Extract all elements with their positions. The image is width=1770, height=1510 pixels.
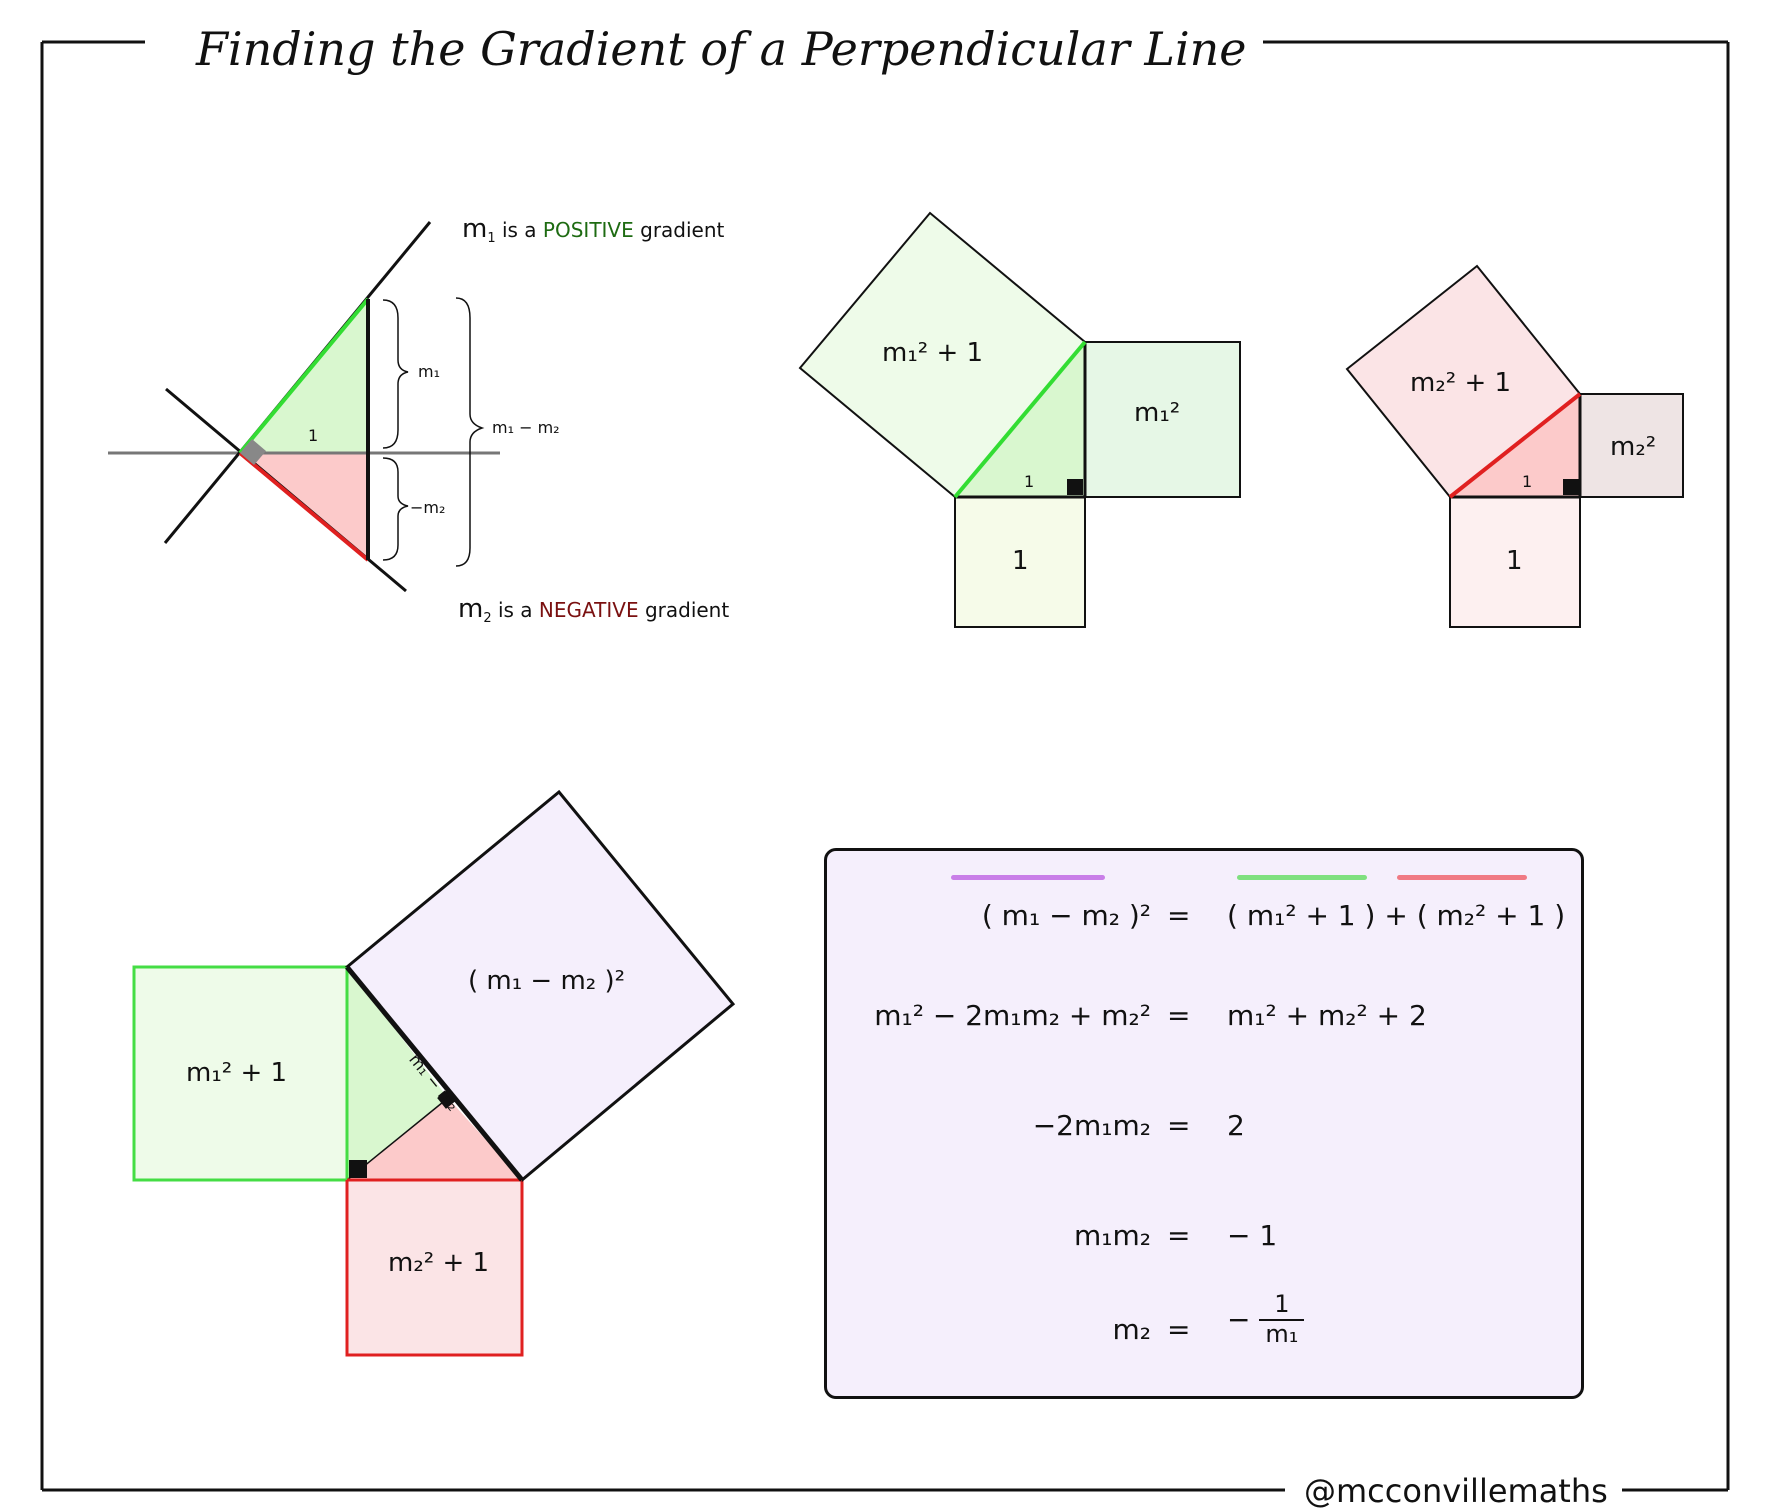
- brace-total: [455, 297, 485, 567]
- author-credit: @mcconvillemaths: [1290, 1472, 1622, 1510]
- eq5-denominator: m₁: [1265, 1319, 1299, 1348]
- eq3-equals: =: [1167, 1109, 1191, 1142]
- green-base-label: 1: [1024, 472, 1035, 491]
- hypotenuse: [345, 965, 524, 1182]
- positive-gradient-note: m1 is a POSITIVE gradient: [462, 214, 724, 246]
- hyp-m1: [238, 297, 370, 455]
- big-triangle-green: [347, 967, 448, 1180]
- eq2-equals: =: [1167, 999, 1191, 1032]
- green-pythagoras-diagram: [798, 211, 1241, 628]
- vert-square-green: [1084, 341, 1241, 498]
- right-angle-marker-red: [1563, 479, 1579, 495]
- red-hyp-square-label: m₂² + 1: [1410, 368, 1512, 398]
- brace-neg-m2-label: −m₂: [410, 498, 446, 517]
- green-underline: [1237, 875, 1367, 880]
- note-sub: 1: [487, 231, 496, 246]
- right-angle-marker-green: [1067, 479, 1083, 495]
- negative-word: NEGATIVE: [538, 598, 639, 622]
- eq5-equals: =: [1167, 1313, 1191, 1346]
- purple-underline: [951, 875, 1105, 880]
- vert-square-red: [1579, 393, 1684, 498]
- hyp-m2: [238, 451, 370, 562]
- triangle-green-hyp: [953, 340, 1087, 499]
- note-post: gradient: [640, 218, 725, 242]
- big-triangle-red: [347, 1098, 522, 1180]
- positive-word: POSITIVE: [542, 218, 634, 242]
- note-m: m: [462, 214, 488, 244]
- eq5-minus: −: [1227, 1303, 1251, 1337]
- red-base-square-label: 1: [1506, 546, 1523, 576]
- eq2-lhs: m₁² − 2m₁m₂ + m₂²: [874, 999, 1151, 1032]
- eq3-rhs: 2: [1227, 1109, 1245, 1142]
- green-base-square-label: 1: [1012, 546, 1029, 576]
- base-square-red: [1449, 496, 1581, 628]
- right-angle-marker-altitude: [437, 1089, 457, 1109]
- page-title: Finding the Gradient of a Perpendicular …: [180, 22, 1263, 76]
- eq4-lhs: m₁m₂: [1074, 1219, 1151, 1252]
- eq3-lhs: −2m₁m₂: [1032, 1109, 1151, 1142]
- red-base-label: 1: [1522, 472, 1533, 491]
- brace-m1-label: m₁: [418, 362, 440, 381]
- green-hyp-square-label: m₁² + 1: [882, 338, 984, 368]
- base-one-label: 1: [308, 426, 319, 445]
- green-left-square-label: m₁² + 1: [186, 1058, 288, 1088]
- base-square-green: [954, 496, 1086, 628]
- eq5-numerator: 1: [1259, 1290, 1305, 1321]
- bottom-square-red: [345, 1178, 524, 1357]
- red-bottom-square-label: m₂² + 1: [388, 1248, 490, 1278]
- eq2-rhs: m₁² + m₂² + 2: [1227, 999, 1427, 1032]
- note-pre: is a: [501, 218, 537, 242]
- eq5-fraction: 1 m₁: [1259, 1290, 1305, 1348]
- purple-square-label: ( m₁ − m₂ )²: [468, 966, 626, 996]
- negative-gradient-note: m2 is a NEGATIVE gradient: [458, 594, 729, 626]
- note-m: m: [458, 594, 484, 624]
- combined-diagram: [132, 789, 736, 1357]
- red-vert-square-label: m₂²: [1610, 432, 1657, 462]
- eq1-lhs: ( m₁ − m₂ )²: [981, 899, 1151, 932]
- equation-panel: ( m₁ − m₂ )² = ( m₁² + 1 ) + ( m₂² + 1 )…: [824, 848, 1584, 1399]
- right-angle-marker-corner: [349, 1160, 367, 1178]
- red-pythagoras-diagram: [1345, 264, 1684, 628]
- right-angle-marker: [240, 439, 266, 465]
- note-pre: is a: [497, 598, 533, 622]
- green-vert-square-label: m₁²: [1134, 398, 1181, 428]
- perpendicular-lines-diagram: [108, 221, 500, 593]
- eq1-equals: =: [1167, 899, 1191, 932]
- red-underline: [1397, 875, 1527, 880]
- note-sub: 2: [483, 611, 492, 626]
- left-square-green: [132, 965, 349, 1182]
- eq1-rhs: ( m₁² + 1 ) + ( m₂² + 1 ): [1227, 899, 1566, 932]
- brace-neg-m2: [382, 457, 409, 561]
- note-post: gradient: [644, 598, 730, 622]
- triangle-red-hyp: [1448, 392, 1582, 499]
- eq4-equals: =: [1167, 1219, 1191, 1252]
- brace-total-label: m₁ − m₂: [492, 418, 560, 437]
- brace-m1: [382, 299, 409, 449]
- eq4-rhs: − 1: [1227, 1219, 1278, 1252]
- eq5-lhs: m₂: [1112, 1313, 1152, 1346]
- eq5-rhs: − 1 m₁: [1227, 1290, 1305, 1348]
